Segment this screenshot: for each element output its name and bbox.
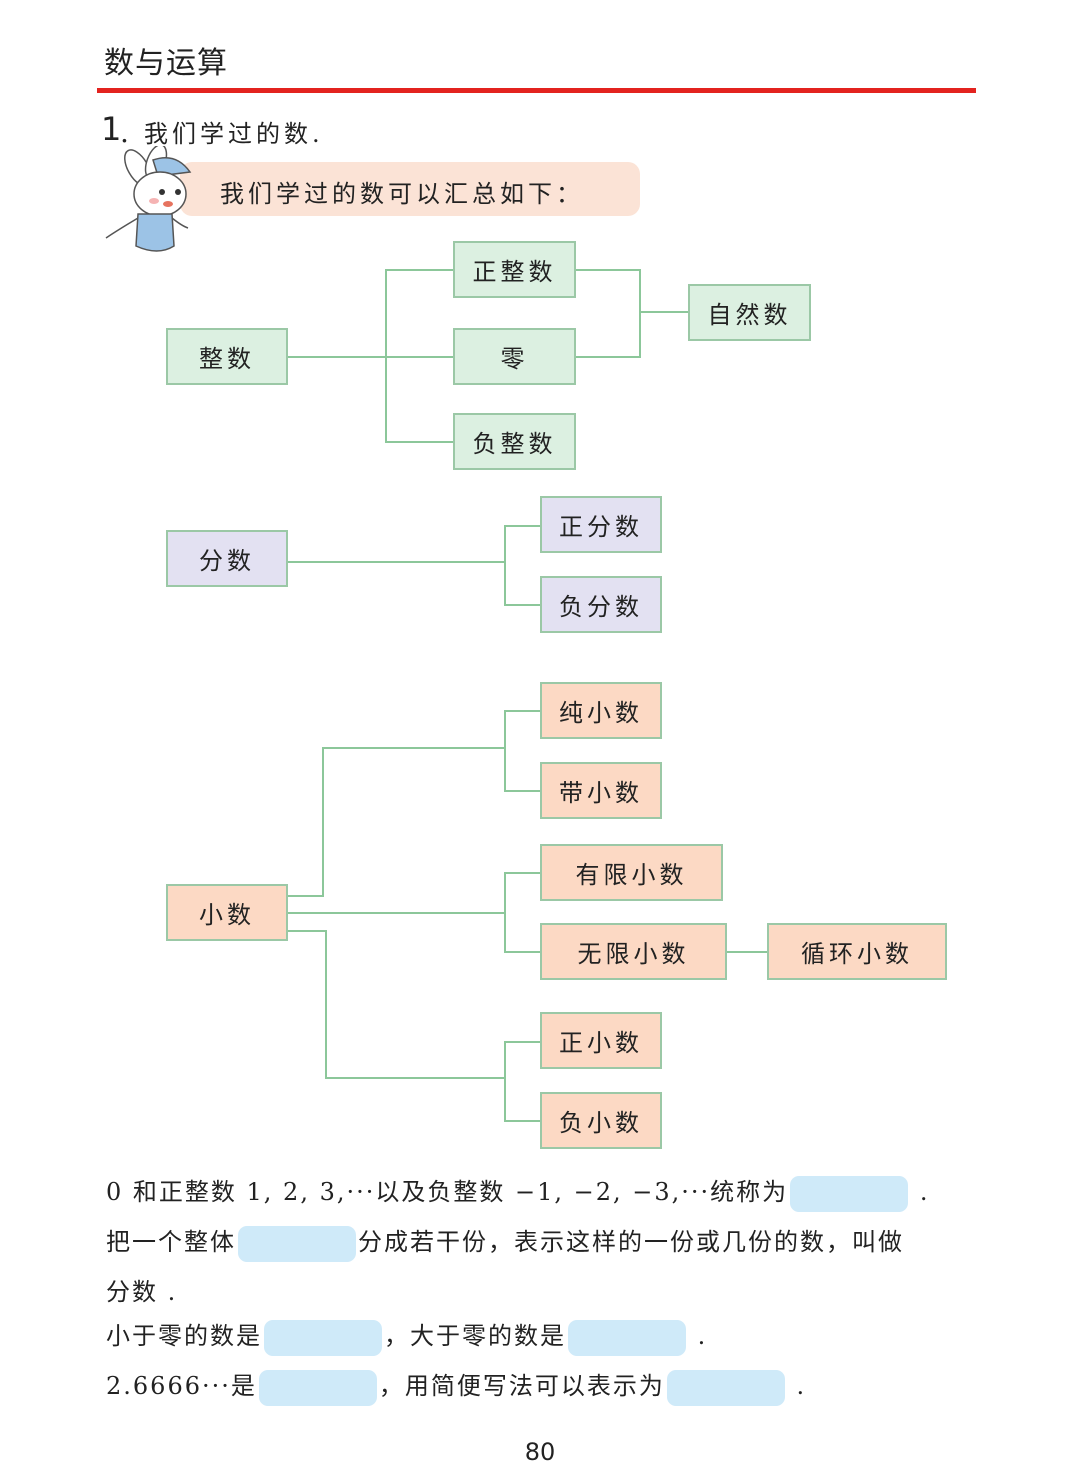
box-negative-decimal: 负小数 — [540, 1092, 662, 1149]
box-positive-fraction: 正分数 — [540, 496, 662, 553]
question-number: 1 — [101, 110, 122, 148]
box-negative-fraction: 负分数 — [540, 576, 662, 633]
box-natural-number: 自然数 — [688, 284, 811, 341]
question-text: 我们学过的数. — [144, 120, 324, 148]
fill-in-text: 小于零的数是 — [106, 1322, 262, 1350]
speech-bubble: 我们学过的数可以汇总如下： — [180, 162, 640, 216]
box-integer: 整数 — [166, 328, 288, 385]
fill-in-text: 分数 . — [106, 1278, 178, 1306]
box-negative-integer: 负整数 — [453, 413, 576, 470]
box-recurring-decimal: 循环小数 — [767, 923, 947, 980]
box-fraction: 分数 — [166, 530, 288, 587]
speech-bubble-text: 我们学过的数可以汇总如下： — [220, 180, 584, 208]
fill-in-text: ，大于零的数是 — [384, 1322, 566, 1350]
fill-in-line-4: 小于零的数是 ，大于零的数是 . — [106, 1316, 707, 1356]
fill-in-text: ，用简便写法可以表示为 — [378, 1372, 665, 1400]
box-mixed-decimal: 带小数 — [540, 762, 662, 819]
box-positive-integer: 正整数 — [453, 241, 576, 298]
fill-in-line-5: 2.6666···是 ，用简便写法可以表示为 . — [106, 1366, 806, 1406]
fill-in-text: . — [919, 1178, 930, 1206]
fill-in-text: . — [697, 1322, 708, 1350]
fill-in-text: 把一个整体 — [106, 1228, 236, 1256]
box-pure-decimal: 纯小数 — [540, 682, 662, 739]
fill-in-text: 分成若干份，表示这样的一份或几份的数，叫做 — [358, 1228, 904, 1256]
box-decimal: 小数 — [166, 884, 288, 941]
section-title: 数与运算 — [104, 46, 228, 81]
fill-in-line-1: 0 和正整数 1, 2, 3,···以及负整数 −1, −2, −3,···统称… — [106, 1172, 929, 1212]
fill-in-text: 2.6666···是 — [106, 1372, 257, 1400]
answer-blank-1[interactable] — [790, 1175, 909, 1212]
page-number: 80 — [524, 1438, 556, 1466]
fill-in-text: . — [796, 1372, 807, 1400]
answer-blank-4[interactable] — [568, 1319, 686, 1356]
box-finite-decimal: 有限小数 — [540, 844, 723, 901]
box-zero: 零 — [453, 328, 576, 385]
box-positive-decimal: 正小数 — [540, 1012, 662, 1069]
fill-in-text: 0 和正整数 1, 2, 3,···以及负整数 −1, −2, −3,···统称… — [106, 1178, 789, 1206]
rabbit-mascot-icon — [105, 146, 192, 252]
answer-blank-5[interactable] — [258, 1369, 377, 1406]
answer-blank-2[interactable] — [238, 1225, 356, 1262]
answer-blank-3[interactable] — [264, 1319, 382, 1356]
header-rule — [97, 88, 976, 93]
fill-in-line-2: 把一个整体 分成若干份，表示这样的一份或几份的数，叫做 — [106, 1222, 904, 1262]
fill-in-line-3: 分数 . — [106, 1272, 177, 1307]
answer-blank-6[interactable] — [666, 1369, 785, 1406]
box-infinite-decimal: 无限小数 — [540, 923, 727, 980]
question-number-dot: . — [120, 116, 129, 149]
